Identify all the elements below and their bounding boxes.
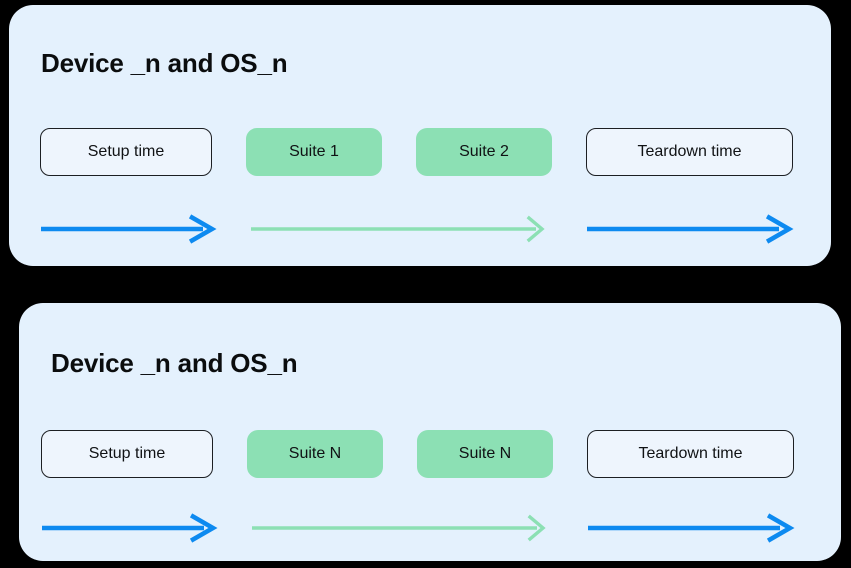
device-os-card: Device _n and OS_n Setup time Suite N Su… [19, 303, 841, 561]
arrow-right-icon-suite-n-first [251, 511, 546, 545]
phase-box-suite-n-first[interactable]: Suite N [247, 430, 383, 478]
page-title: Device _n and OS_n [41, 48, 288, 78]
arrow-right-icon-setup [40, 212, 217, 246]
phase-row: Setup time Suite N Suite N Teardown time [19, 303, 841, 561]
phase-box-setup-time[interactable]: Setup time [40, 128, 212, 176]
phase-box-setup-time[interactable]: Setup time [41, 430, 213, 478]
phase-box-suite-n-second[interactable]: Suite N [417, 430, 553, 478]
arrow-right-icon-teardown [586, 212, 794, 246]
phase-row: Setup time Suite 1 Suite 2 Teardown time [9, 5, 831, 266]
device-os-card: Device _n and OS_n Setup time Suite 1 Su… [9, 5, 831, 266]
phase-box-teardown-time[interactable]: Teardown time [587, 430, 794, 478]
arrow-right-icon-suite-1 [250, 212, 545, 246]
arrow-right-icon-setup [41, 511, 218, 545]
phase-box-suite-1[interactable]: Suite 1 [246, 128, 382, 176]
phase-box-suite-2[interactable]: Suite 2 [416, 128, 552, 176]
arrow-right-icon-teardown [587, 511, 795, 545]
page-title: Device _n and OS_n [51, 348, 298, 378]
phase-box-teardown-time[interactable]: Teardown time [586, 128, 793, 176]
